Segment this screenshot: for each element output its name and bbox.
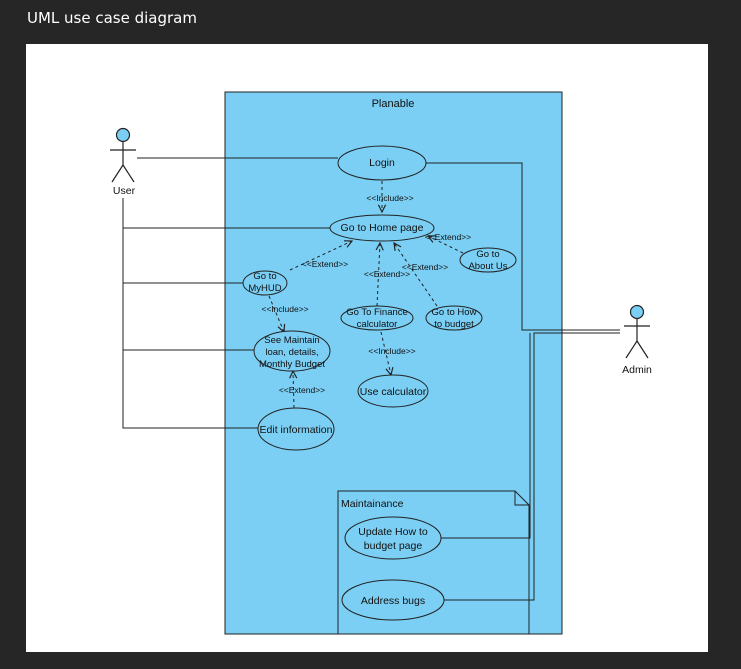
use-case-about-label-1: Go to xyxy=(476,249,499,260)
use-case-address-bugs[interactable]: Address bugs xyxy=(341,579,445,621)
use-case-maintain-label-3: Monthly Budget xyxy=(259,359,325,370)
use-case-maintain-label-1: See Maintain xyxy=(264,335,319,346)
use-case-howto-label-1: Go to How xyxy=(432,307,477,318)
use-case-howto-label-2: to budget xyxy=(434,319,474,330)
label-include-login-home: <<Include>> xyxy=(366,193,413,203)
use-case-finance-label-2: calculator xyxy=(357,319,398,330)
use-case-edit[interactable]: Edit information xyxy=(257,407,335,451)
use-case-maintain-label-2: loan, details, xyxy=(265,347,318,358)
use-case-about-label-2: About Us xyxy=(468,261,507,272)
user-actor[interactable] xyxy=(110,127,136,183)
use-case-login[interactable]: Login xyxy=(337,145,427,181)
use-case-home-label: Go to Home page xyxy=(341,222,424,234)
admin-associations xyxy=(426,162,620,601)
package-fold xyxy=(514,491,529,506)
use-case-login-label: Login xyxy=(369,157,395,169)
use-case-calculator-label: Use calculator xyxy=(360,386,427,398)
use-case-update-howto[interactable]: Update How to budget page xyxy=(344,516,442,560)
user-actor-head xyxy=(115,127,131,143)
use-case-calculator[interactable]: Use calculator xyxy=(357,374,429,408)
use-case-howto[interactable]: Go to How to budget xyxy=(425,305,483,331)
use-case-myhud[interactable]: Go to MyHUD xyxy=(242,270,288,296)
label-extend-home-finance: <<Extend>> xyxy=(364,269,410,279)
use-case-bugs-label: Address bugs xyxy=(361,595,425,607)
admin-actor-label: Admin xyxy=(622,364,652,376)
use-case-edit-label: Edit information xyxy=(260,424,333,436)
admin-actor[interactable] xyxy=(624,304,650,359)
label-include-finance-calc: <<Include>> xyxy=(368,346,415,356)
use-case-myhud-label-2: MyHUD xyxy=(248,283,281,294)
label-extend-home-about: <<Extend>> xyxy=(425,232,471,242)
use-case-maintain[interactable]: See Maintain loan, details, Monthly Budg… xyxy=(253,330,331,372)
system-name: Planable xyxy=(372,98,415,110)
label-include-myhud-maintain: <<Include>> xyxy=(261,304,308,314)
use-case-home[interactable]: Go to Home page xyxy=(329,214,435,242)
package-name: Maintainance xyxy=(341,498,404,510)
dependency-lines xyxy=(268,181,464,409)
user-associations xyxy=(122,157,338,429)
label-extend-edit-maintain: <<Extend>> xyxy=(279,385,325,395)
use-case-update-label-2: budget page xyxy=(364,540,423,552)
user-actor-label: User xyxy=(113,185,136,197)
admin-actor-head xyxy=(629,304,645,320)
label-extend-home-howto: <<Extend>> xyxy=(402,262,448,272)
use-case-about[interactable]: Go to About Us xyxy=(459,247,517,273)
label-extend-home-myhud: <<Extend>> xyxy=(302,259,348,269)
use-case-myhud-label-1: Go to xyxy=(253,271,276,282)
use-case-finance[interactable]: Go To Finance calculator xyxy=(340,305,414,331)
page-title: UML use case diagram xyxy=(27,9,197,27)
use-case-update-label-1: Update How to xyxy=(358,526,428,538)
use-case-finance-label-1: Go To Finance xyxy=(346,307,408,318)
